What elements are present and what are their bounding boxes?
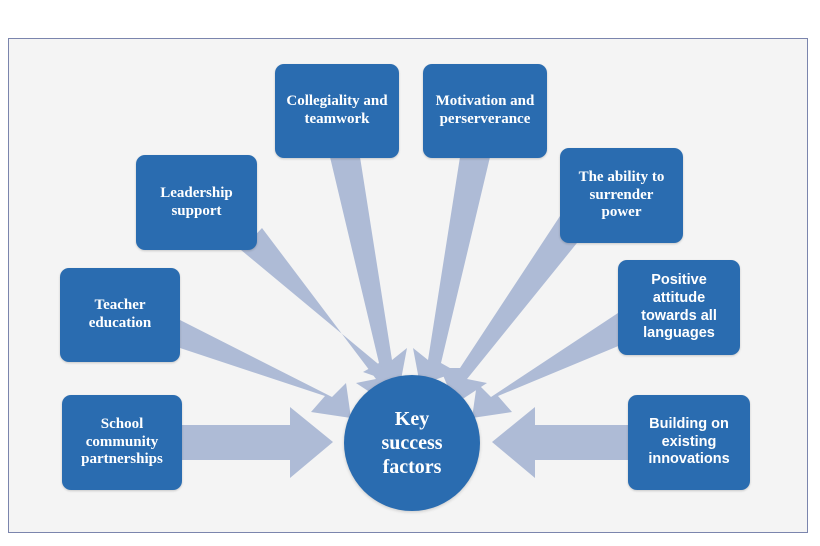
node-the-ability-to-surrender-power[interactable]: The ability to surrender power <box>560 148 683 243</box>
arrow-positive-attitude-to-center <box>472 313 628 418</box>
node-label: Motivation and perserverance <box>435 93 535 127</box>
node-label: Building on existing innovations <box>648 415 730 468</box>
node-positive-attitude-towards-all-languages[interactable]: Positive attitude towards all languages <box>618 260 740 355</box>
node-motivation-and-perserverance[interactable]: Motivation and perserverance <box>423 64 547 158</box>
arrow-motivation-to-center <box>413 157 490 385</box>
node-label: Leadership support <box>160 184 233 219</box>
arrow-leadership-to-center <box>241 228 403 404</box>
arrow-collegiality-to-center <box>330 157 407 385</box>
center-node-label: Key success factors <box>381 408 443 478</box>
node-school-community-partnerships[interactable]: School community partnerships <box>62 395 182 490</box>
arrow-building-to-center <box>492 407 628 478</box>
node-leadership-support[interactable]: Leadership support <box>136 155 257 250</box>
node-label: The ability to surrender power <box>578 168 665 221</box>
node-teacher-education[interactable]: Teacher education <box>60 268 180 362</box>
node-collegiality-and-teamwork[interactable]: Collegiality and teamwork <box>275 64 399 158</box>
node-label: Teacher education <box>88 297 152 331</box>
node-building-on-existing-innovations[interactable]: Building on existing innovations <box>628 395 750 490</box>
node-label: School community partnerships <box>81 415 163 468</box>
node-label: Positive attitude towards all languages <box>641 272 717 342</box>
node-label: Collegiality and teamwork <box>286 93 388 127</box>
arrow-ability-to-center <box>440 216 581 404</box>
arrow-teacher-education-to-center <box>180 320 351 418</box>
arrow-school-community-to-center <box>182 407 333 478</box>
center-node-key-success-factors[interactable]: Key success factors <box>344 375 480 511</box>
